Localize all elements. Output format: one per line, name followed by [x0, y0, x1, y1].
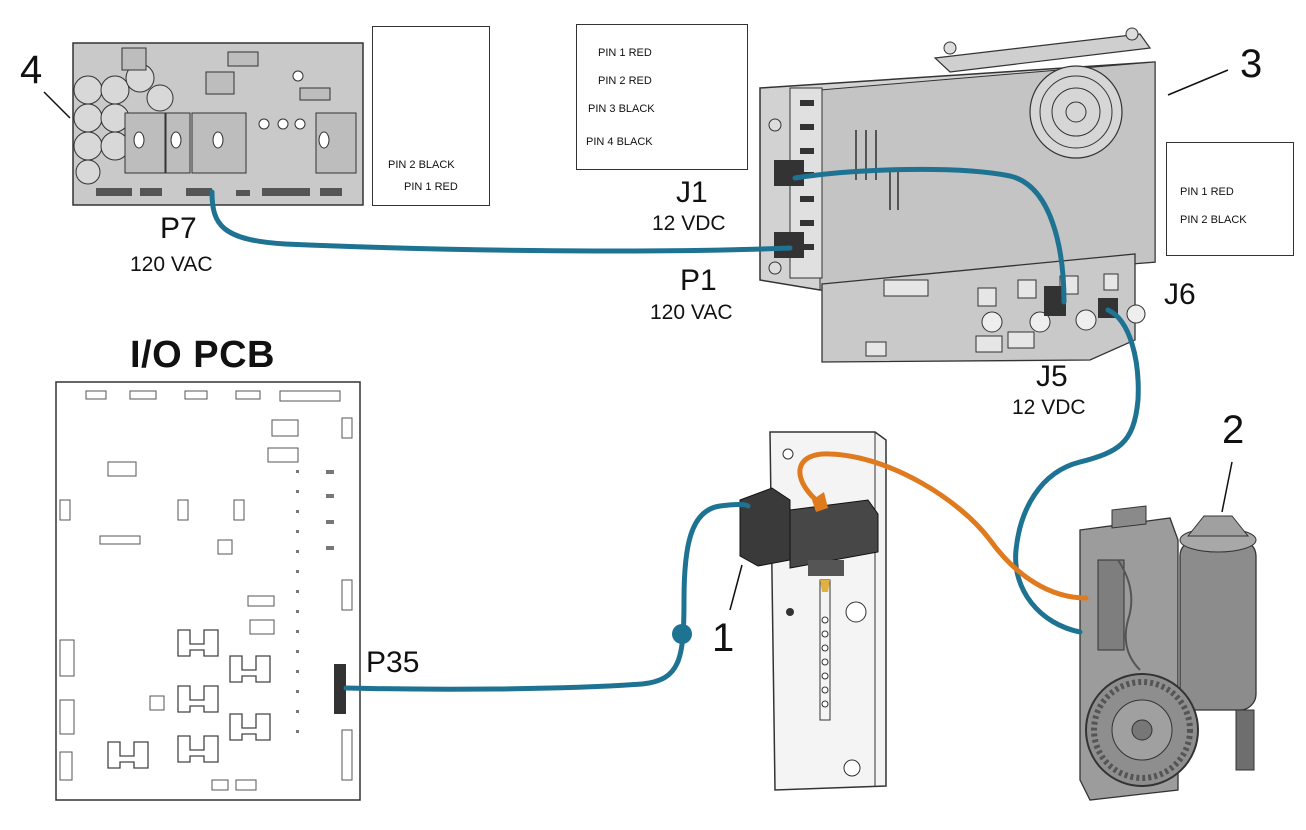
inset-j1-pins: [576, 24, 748, 170]
callout-3: 3: [1240, 42, 1263, 86]
cable-j6-motor: [1013, 307, 1141, 635]
board-4: [72, 42, 364, 206]
air-tube: [797, 451, 1089, 601]
j1-pin3-label: PIN 3 BLACK: [588, 103, 655, 115]
cable-j1-j5: [792, 166, 1067, 305]
j1-label: J1: [676, 176, 708, 209]
inset-p7-pins: [372, 26, 490, 206]
p7-label: P7: [160, 212, 197, 245]
p7-voltage: 120 VAC: [130, 253, 213, 276]
j6-label: J6: [1164, 278, 1196, 311]
valve-assembly-1: [739, 431, 887, 791]
p1-label: P1: [680, 264, 717, 297]
j6-pin2-label: PIN 2 BLACK: [1180, 214, 1247, 226]
j1-pin2-label: PIN 2 RED: [598, 75, 652, 87]
callout-2: 2: [1222, 408, 1245, 452]
inset-j6-pins: [1166, 142, 1294, 256]
cable-junction-dot: [672, 624, 692, 644]
j5-voltage: 12 VDC: [1012, 396, 1086, 419]
j1-pin1-label: PIN 1 RED: [598, 47, 652, 59]
p1-voltage: 120 VAC: [650, 301, 733, 324]
cable-p7-p1: [209, 189, 793, 254]
j1-pin4-label: PIN 4 BLACK: [586, 136, 653, 148]
callout-1: 1: [712, 616, 735, 660]
cable-p35-valve: [343, 502, 751, 692]
j6-pin1-label: PIN 1 RED: [1180, 186, 1234, 198]
cables: [209, 166, 1141, 692]
io-pcb-board: [55, 381, 361, 801]
j1-voltage: 12 VDC: [652, 212, 726, 235]
p7-pin1-label: PIN 1 RED: [404, 181, 458, 193]
leader-lines: [43, 69, 1233, 611]
j5-label: J5: [1036, 360, 1068, 393]
p35-label: P35: [366, 646, 420, 679]
power-supply-3: [759, 27, 1156, 363]
callout-4: 4: [20, 48, 43, 92]
p7-pin2-label: PIN 2 BLACK: [388, 159, 455, 171]
motor-2: [1079, 505, 1257, 801]
io-pcb-title: I/O PCB: [130, 334, 275, 376]
